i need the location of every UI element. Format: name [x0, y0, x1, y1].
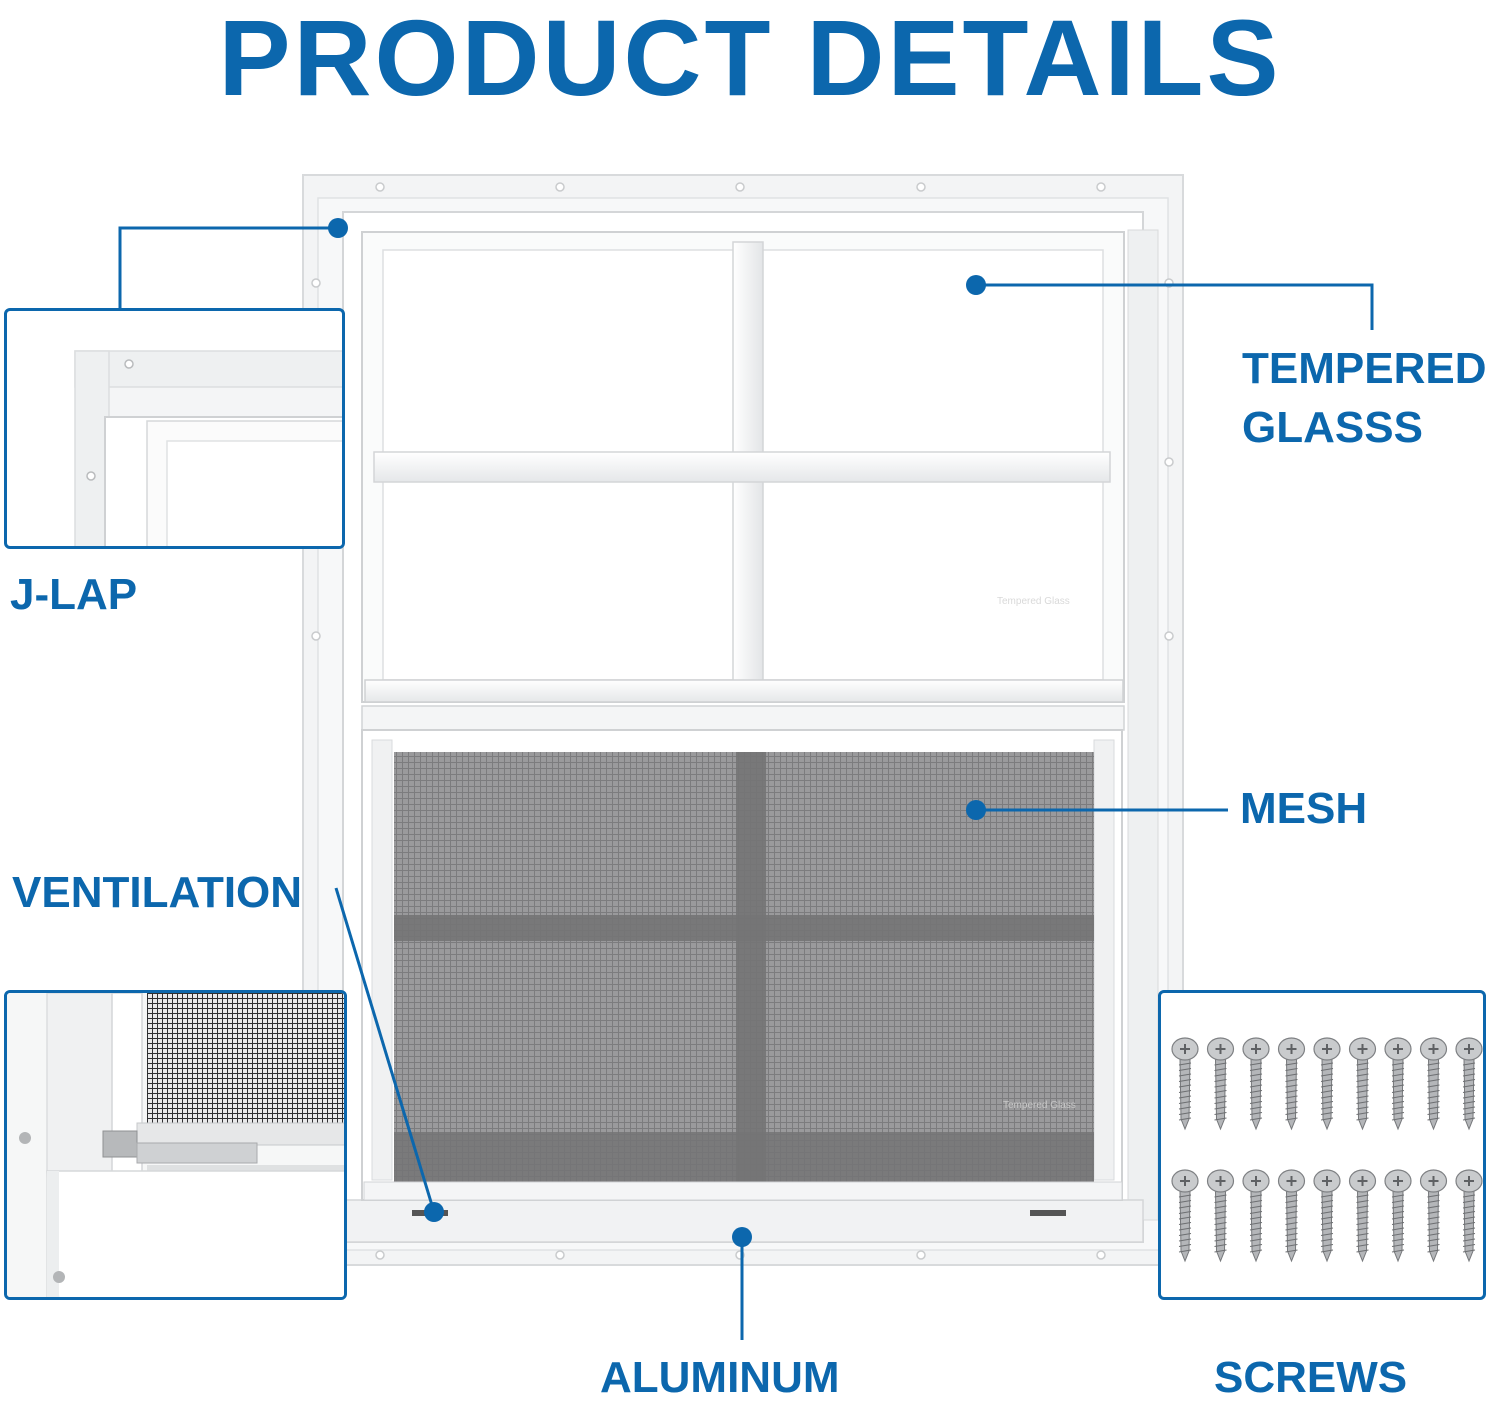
tempered-glass-label-line2: GLASSS	[1242, 403, 1423, 452]
lower-sash	[361, 705, 1125, 1216]
screw-icon	[1277, 1037, 1306, 1131]
leader-lines	[118, 226, 1374, 1340]
screw-icon	[1206, 1169, 1235, 1263]
screw-icon	[1455, 1169, 1483, 1263]
page-title: PRODUCT DETAILS	[218, 0, 1282, 118]
screw-icon	[1384, 1037, 1412, 1131]
mesh-label: MESH	[1240, 784, 1368, 833]
screws-inset	[1158, 990, 1486, 1300]
upper-sash	[361, 231, 1125, 703]
screw-icon	[1419, 1169, 1448, 1263]
screw-icon	[1277, 1169, 1306, 1263]
aluminum-label: ALUMINUM	[600, 1353, 840, 1402]
ventilation-inset	[4, 990, 347, 1300]
screw-icon	[1171, 1169, 1199, 1263]
screw-icon	[1419, 1037, 1448, 1131]
screw-icon	[1242, 1169, 1270, 1263]
ventilation-label: VENTILATION	[12, 868, 303, 917]
ventilation-closeup	[7, 993, 344, 1297]
tempered-glass-label-line1: TEMPERED	[1242, 344, 1487, 393]
j-lap-label: J-LAP	[10, 570, 138, 619]
screws-closeup	[1171, 1037, 1483, 1263]
j-lap-inset	[4, 308, 345, 549]
watermark-upper: Tempered Glass	[997, 596, 1070, 607]
j-lap-closeup	[74, 350, 342, 546]
callout-dots	[328, 218, 986, 1247]
watermark-lower: Tempered Glass	[1003, 1100, 1076, 1111]
screw-icon	[1384, 1169, 1412, 1263]
screw-icon	[1242, 1037, 1270, 1131]
screw-icon	[1348, 1169, 1377, 1263]
screw-icon	[1313, 1037, 1341, 1131]
screw-icon	[1348, 1037, 1377, 1131]
screw-icon	[1171, 1037, 1199, 1131]
screws-label: SCREWS	[1214, 1353, 1408, 1402]
screw-icon	[1455, 1037, 1483, 1131]
screw-icon	[1206, 1037, 1235, 1131]
screw-icon	[1313, 1169, 1341, 1263]
